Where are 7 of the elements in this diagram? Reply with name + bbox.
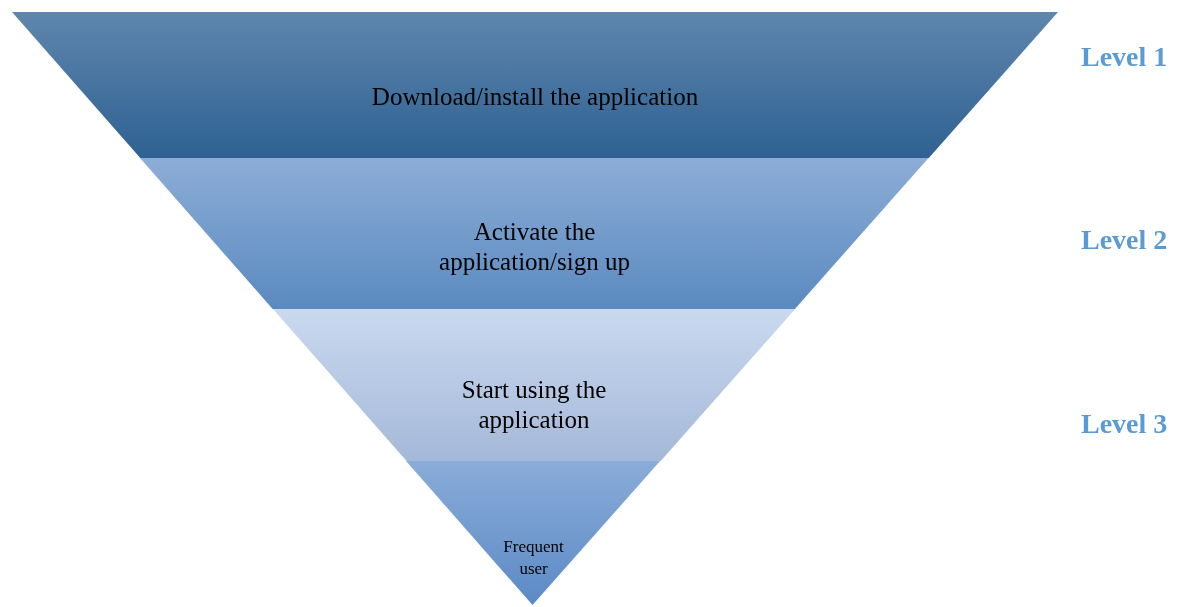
level-label: Level 3 [1081, 408, 1168, 440]
stage-label: Download/install the application [370, 82, 700, 112]
level-label: Level 2 [1081, 224, 1168, 256]
level-label: Level 1 [1081, 41, 1168, 73]
stage-label: Activate the application/sign up [438, 217, 631, 277]
stage-label: Frequent user [502, 536, 565, 580]
stage-label: Start using the application [460, 375, 608, 435]
